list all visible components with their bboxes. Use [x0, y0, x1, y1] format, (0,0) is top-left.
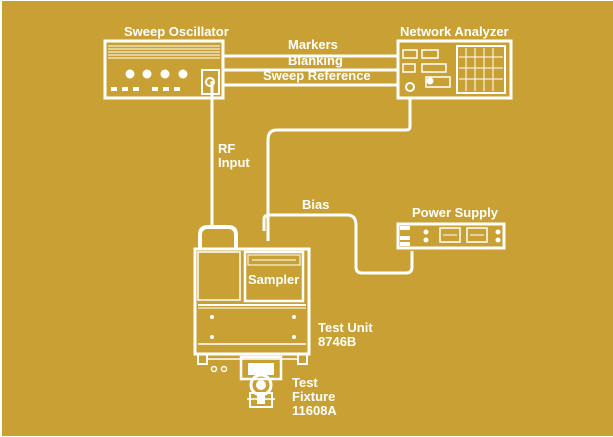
sampler-label: Sampler [248, 272, 299, 287]
network-analyzer-icon [396, 39, 513, 100]
bias-cable [262, 213, 414, 275]
power-supply-label: Power Supply [412, 205, 499, 220]
sweep-reference-label: Sweep Reference [263, 68, 371, 83]
test-fixture-label-line1: Test [292, 375, 318, 390]
test-fixture-label-line2: Fixture [292, 389, 335, 404]
network-analyzer-label: Network Analyzer [400, 24, 509, 39]
blanking-label: Blanking [288, 53, 343, 68]
test-fixture-icon [239, 355, 283, 408]
rf-input-label-line2: Input [218, 155, 250, 170]
sweep-oscillator-label: Sweep Oscillator [124, 24, 229, 39]
markers-label: Markers [288, 37, 338, 52]
test-fixture-label-line3: 11608A [292, 403, 337, 418]
power-supply-icon [396, 222, 506, 250]
test-unit-icon [193, 225, 311, 373]
bias-label: Bias [302, 197, 329, 212]
analyzer-to-sampler-cable [266, 98, 412, 241]
test-unit-label-line1: Test Unit [318, 320, 373, 335]
rf-input-label-line1: RF [218, 141, 235, 156]
test-unit-label-line2: 8746B [318, 334, 356, 349]
signal-cables [223, 54, 398, 87]
sampler-icon [243, 250, 305, 303]
sweep-oscillator-icon [103, 39, 225, 100]
